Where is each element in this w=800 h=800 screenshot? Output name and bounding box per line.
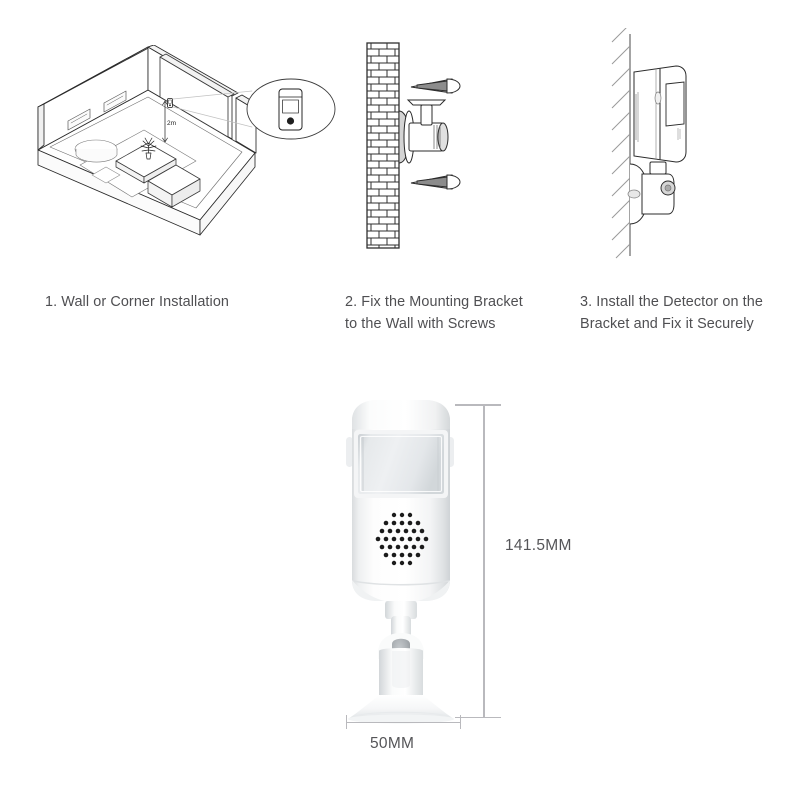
screw-lower: [410, 174, 461, 190]
width-dimension-tick-left: [346, 715, 348, 729]
magnifier-ellipse: [246, 78, 336, 140]
hatched-wall: [611, 23, 631, 259]
pir-lens-window: [354, 430, 448, 498]
detector-on-wall-diagram: [611, 23, 687, 259]
room-corner-diagram: 2m: [37, 44, 336, 236]
height-dimension-tick-bottom: [455, 716, 501, 719]
sofa: [147, 164, 201, 208]
speaker-grille: [375, 512, 429, 566]
back-wall: [37, 44, 155, 151]
armchair: [74, 139, 118, 163]
body-seam: [352, 580, 450, 586]
width-dimension-label: 50MM: [370, 735, 415, 752]
step-1-illustration: 2m: [20, 44, 340, 260]
base-plate: [348, 695, 454, 724]
step-2-illustration: [355, 35, 525, 260]
screw-upper: [410, 78, 461, 94]
mounting-bracket: [398, 99, 449, 164]
step-3-caption: 3. Install the Detector on the Bracket a…: [580, 294, 763, 332]
step-3-illustration: [590, 23, 785, 260]
mounting-bracket: [627, 161, 676, 225]
step-1-caption: 1. Wall or Corner Installation: [45, 294, 230, 310]
brick-wall: [366, 42, 400, 249]
potted-plant: [140, 137, 157, 160]
step-2-caption: 2. Fix the Mounting Bracket to the Wall …: [345, 294, 523, 332]
mounting-height-dimension: [162, 100, 168, 143]
side-vent-left: [346, 437, 353, 467]
wall-picture-frame-right: [103, 90, 127, 113]
wall-picture-frame-left: [67, 108, 91, 131]
side-table: [91, 166, 121, 184]
detector-on-corner-wall: [167, 98, 173, 108]
mount-collar: [379, 648, 423, 706]
magnifier-leader-lines: [172, 90, 253, 128]
height-dimension-label: 141.5MM: [505, 537, 572, 554]
mounting-height-label: 2m: [167, 120, 176, 127]
detector-body: [633, 65, 687, 163]
product-figure: [330, 385, 600, 755]
top-cap: [352, 400, 450, 429]
coffee-table: [115, 142, 177, 184]
height-dimension-line: [483, 405, 485, 718]
height-dimension-tick-top: [455, 404, 501, 406]
brick-wall-bracket-diagram: [366, 42, 461, 249]
pir-detector-product-render: [346, 400, 454, 724]
width-dimension-line: [346, 722, 461, 724]
width-dimension-tick-right: [460, 715, 462, 729]
